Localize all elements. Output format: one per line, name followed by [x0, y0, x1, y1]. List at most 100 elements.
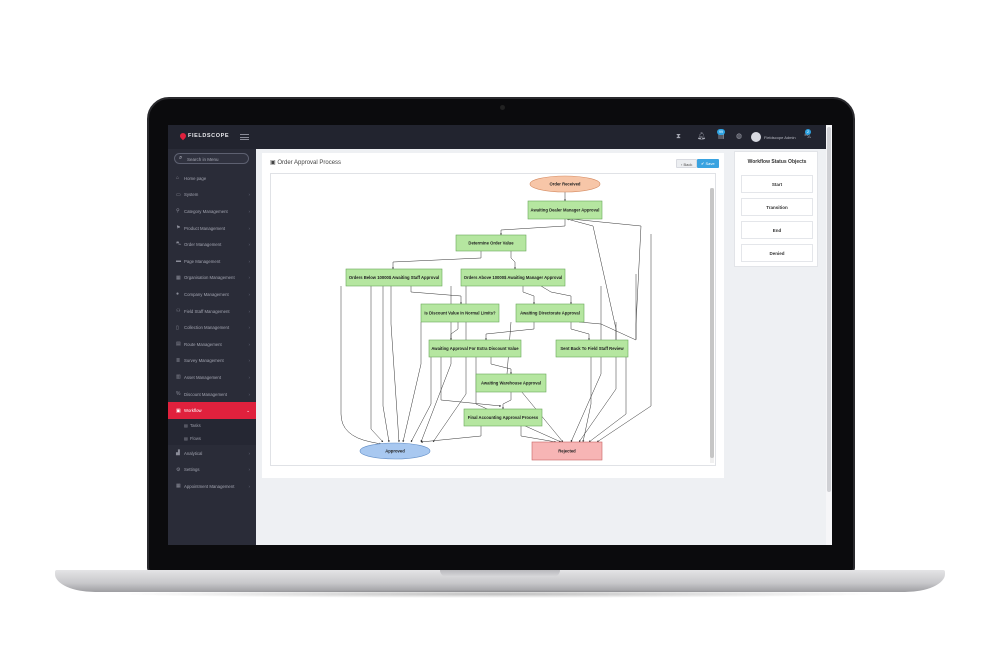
- gear-icon: ⚙: [176, 466, 181, 473]
- canvas-scrollbar[interactable]: [710, 188, 714, 463]
- node-4-label[interactable]: Orders Above 10000$ Awaiting Manager App…: [464, 275, 563, 280]
- chevron-right-icon: ›: [248, 391, 251, 397]
- status-panel-title: Workflow Status Objects: [747, 159, 807, 165]
- sidebar-item-discount-management[interactable]: %Discount Management›: [168, 386, 256, 403]
- chevron-right-icon: ›: [248, 242, 251, 248]
- page-scroll-thumb[interactable]: [827, 127, 831, 492]
- brand-logo[interactable]: FIELDSCOPE: [178, 131, 229, 141]
- sidebar-item-label: Category Management: [184, 208, 228, 214]
- archive-icon: ▥: [176, 374, 181, 381]
- list-icon: ▤: [184, 422, 188, 428]
- chevron-right-icon: ›: [248, 225, 251, 231]
- node-9-label[interactable]: Awaiting Warehouse Approval: [481, 381, 541, 386]
- app-screen: FIELDSCOPE ⧗ 🔔︎ ▤ 99 ◍ Fieldscope Admin …: [168, 125, 832, 545]
- sidebar-item-label: Settings: [184, 467, 200, 473]
- sidebar-subitem-tasks[interactable]: ▤Tasks: [168, 418, 256, 432]
- diagram-nodes: [345, 175, 629, 461]
- laptop-base: [55, 570, 945, 592]
- status-end-button[interactable]: End: [741, 221, 813, 239]
- sidebar-item-field-staff-management[interactable]: ⚇Field Staff Management›: [168, 303, 256, 320]
- hourglass-icon[interactable]: ⧗: [676, 133, 681, 140]
- page-title-text: Order Approval Process: [277, 160, 342, 166]
- user-name[interactable]: Fieldscope Admin: [764, 135, 796, 140]
- sidebar-item-settings[interactable]: ⚙Settings ›: [168, 462, 256, 479]
- page-scrollbar[interactable]: [826, 125, 832, 545]
- sidebar-search-input[interactable]: ⌕ Search in Menu: [174, 153, 249, 164]
- chevron-right-icon: ›: [248, 258, 251, 264]
- status-denied-button[interactable]: Denied: [741, 244, 813, 262]
- node-3-label[interactable]: Orders Below 10000$ Awaiting Staff Appro…: [349, 275, 439, 280]
- sidebar-item-label: Collection Management: [184, 325, 230, 331]
- back-button[interactable]: ‹ Back: [676, 159, 698, 168]
- cart-badge: 2: [805, 129, 811, 135]
- save-button[interactable]: ✔ Save: [697, 159, 719, 168]
- sidebar-item-label: Page Management: [184, 258, 221, 264]
- sidebar-item-company-management[interactable]: ●Company Management›: [168, 286, 256, 303]
- sidebar-subitem-flows[interactable]: ▤Flows: [168, 431, 256, 445]
- chevron-right-icon: ›: [248, 291, 251, 297]
- sidebar-item-appointment-management[interactable]: ▦Appointment Management ›: [168, 478, 256, 495]
- sidebar-item-label: Appointment Management: [184, 483, 235, 489]
- sidebar-item-system[interactable]: ▭System›: [168, 187, 256, 204]
- sidebar-item-page-management[interactable]: ▬Page Management ›: [168, 253, 256, 270]
- chevron-right-icon: ›: [248, 467, 251, 473]
- page-title: ▣ Order Approval Process: [270, 159, 341, 166]
- laptop-notch: [440, 570, 560, 577]
- sidebar-item-product-management[interactable]: ⚑Product Management›: [168, 220, 256, 237]
- monitor-icon: ▭: [176, 191, 181, 198]
- node-end-label[interactable]: Approved: [385, 449, 405, 454]
- sidebar-item-workflow[interactable]: ▣Workflow⌄: [168, 402, 256, 419]
- cart-icon[interactable]: ⛍: [804, 133, 812, 140]
- map-icon: ▤: [176, 341, 181, 348]
- file-icon: ▯: [176, 324, 179, 331]
- sidebar-item-label: Asset Management: [184, 374, 222, 380]
- list-icon: ≣: [176, 357, 181, 364]
- chevron-right-icon: ›: [248, 358, 251, 364]
- workflow-canvas[interactable]: Order Received Awaiting Dealer Manager A…: [270, 173, 716, 466]
- sidebar-item-label: System: [184, 192, 199, 198]
- node-10-label[interactable]: Final Accounting Approval Process: [468, 415, 539, 420]
- sidebar-item-home-page[interactable]: ⌂Home page: [168, 170, 256, 187]
- sidebar-item-survey-management[interactable]: ≣Survey Management›: [168, 353, 256, 370]
- node-1-label[interactable]: Awaiting Dealer Manager Approval: [531, 208, 600, 213]
- avatar[interactable]: [751, 132, 761, 142]
- node-7-label[interactable]: Awaiting Approval For Extra Discount Val…: [431, 346, 519, 351]
- sidebar-subitem-label: Tasks: [190, 422, 201, 428]
- sidebar-item-analytical[interactable]: ▟Analytical›: [168, 445, 256, 462]
- node-6-label[interactable]: Awaiting Directorate Approval: [520, 311, 580, 316]
- node-5-label[interactable]: Is Discount Value In Normal Limits?: [424, 311, 496, 316]
- bell-icon[interactable]: 🔔︎: [697, 133, 706, 140]
- sidebar-item-route-management[interactable]: ▤Route Management›: [168, 336, 256, 353]
- calendar-icon: ▦: [176, 483, 181, 490]
- sidebar-item-category-management[interactable]: ⚲Category Management›: [168, 203, 256, 220]
- globe-icon[interactable]: ◍: [736, 133, 743, 140]
- chat-icon[interactable]: ▤: [718, 133, 725, 140]
- sidebar-item-collection-management[interactable]: ▯Collection Management›: [168, 319, 256, 336]
- camera-dot: [500, 105, 505, 110]
- list-icon: ▤: [184, 435, 188, 441]
- node-start-label[interactable]: Order Received: [550, 182, 581, 187]
- sidebar-item-label: Field Staff Management: [184, 308, 230, 314]
- node-denied-label[interactable]: Rejected: [558, 449, 576, 454]
- chevron-right-icon: ›: [248, 275, 251, 281]
- sidebar-item-label: Home page: [184, 175, 207, 181]
- sidebar-item-order-management[interactable]: ⛍Order Management›: [168, 236, 256, 253]
- chevron-right-icon: ›: [248, 450, 251, 456]
- sidebar-item-label: Organisation Management: [184, 275, 235, 281]
- sidebar: ⌕ Search in Menu ⌂Home page▭System›⚲Cate…: [168, 149, 256, 545]
- node-8-label[interactable]: Sent Back To Field Staff Review: [560, 346, 624, 351]
- sidebar-item-label: Product Management: [184, 225, 226, 231]
- menu-toggle-icon[interactable]: [240, 134, 249, 140]
- sidebar-item-organisation-management[interactable]: ▦Organisation Management›: [168, 270, 256, 287]
- messages-badge: 99: [717, 129, 725, 135]
- status-transition-button[interactable]: Transition: [741, 198, 813, 216]
- sidebar-item-asset-management[interactable]: ▥Asset Management›: [168, 369, 256, 386]
- status-start-button[interactable]: Start: [741, 175, 813, 193]
- workflow-diagram[interactable]: Order Received Awaiting Dealer Manager A…: [271, 174, 711, 466]
- folder-icon: ▬: [176, 258, 181, 265]
- search-placeholder: Search in Menu: [187, 156, 219, 162]
- canvas-scroll-thumb[interactable]: [710, 188, 714, 458]
- chevron-right-icon: ›: [248, 483, 251, 489]
- node-2-label[interactable]: Determine Order Value: [468, 241, 514, 246]
- diagram-labels: Order Received Awaiting Dealer Manager A…: [349, 182, 625, 454]
